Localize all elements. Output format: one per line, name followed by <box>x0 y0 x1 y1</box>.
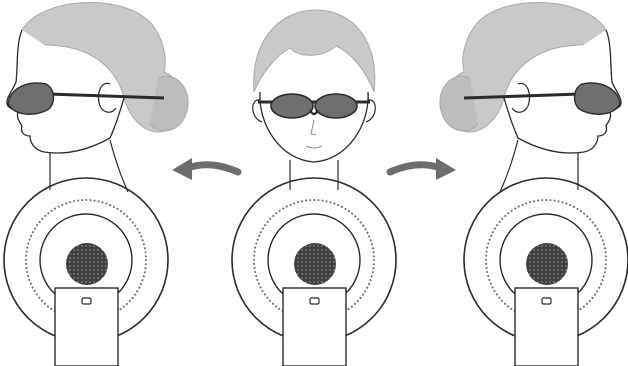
left-device <box>4 178 168 366</box>
right-head <box>440 2 621 192</box>
center-hair <box>254 10 375 92</box>
center-goggle-lens-right <box>315 94 357 118</box>
center-device-grille <box>294 243 336 285</box>
center-goggle-lens-left <box>271 94 313 118</box>
left-device-button <box>82 298 91 304</box>
center-device-button <box>310 298 319 304</box>
left-device-grille <box>66 243 108 285</box>
right-device-grille <box>526 243 568 285</box>
right-device-button <box>542 298 551 304</box>
center-panel <box>232 10 396 366</box>
right-panel <box>440 2 628 366</box>
arrow-left-icon <box>172 158 238 180</box>
right-device <box>464 178 628 366</box>
left-panel <box>4 2 188 366</box>
center-device <box>232 178 396 366</box>
arrow-right-icon <box>390 158 456 180</box>
center-head <box>253 10 376 190</box>
left-head <box>7 2 188 192</box>
